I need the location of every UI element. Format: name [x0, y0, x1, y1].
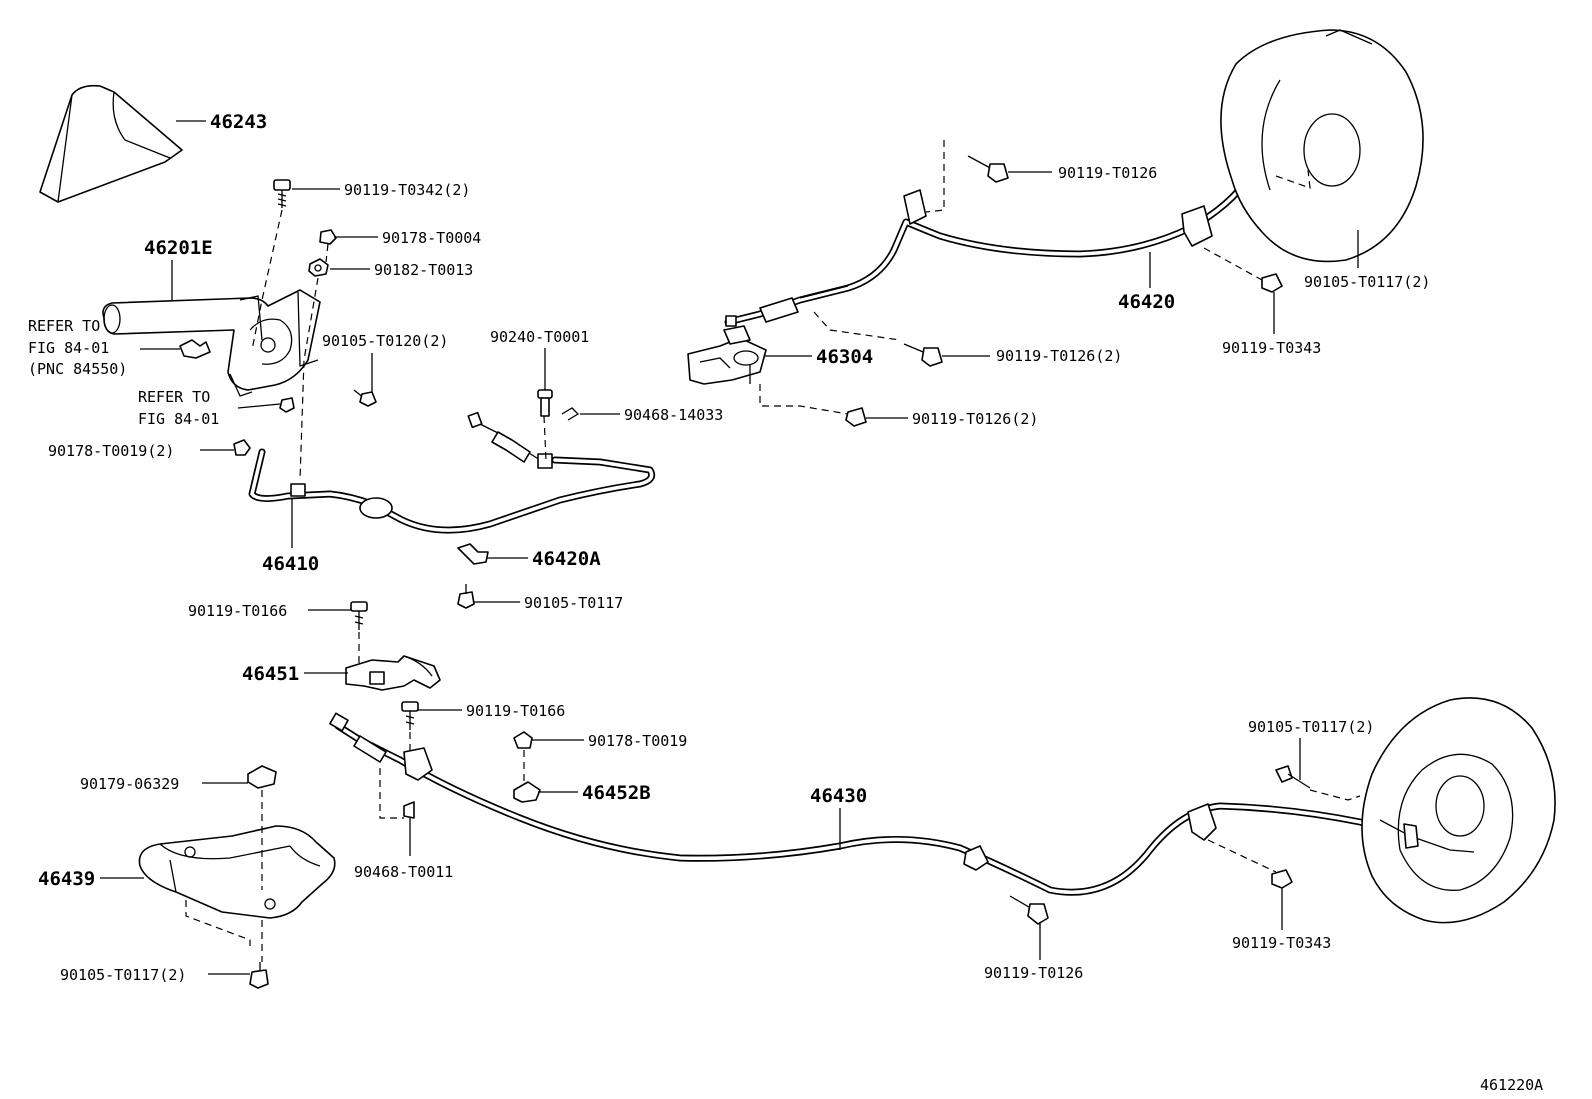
label-90105-T0117-2-tr: 90105-T0117(2) [1304, 273, 1430, 291]
label-46304: 46304 [816, 346, 873, 368]
label-90119-T0126-top: 90119-T0126 [1058, 164, 1157, 182]
label-90119-T0126-bot: 90119-T0126 [984, 964, 1083, 982]
part-labels: 46243 46201E 90119-T0342(2) 90178-T0004 … [28, 111, 1543, 1094]
part-90178-T0019-nut [233, 439, 251, 456]
label-90178-T0019-2: 90178-T0019(2) [48, 442, 174, 460]
part-90182-T0013-nut [308, 258, 329, 277]
part-90119-T0126-bolt-2a [903, 343, 943, 367]
part-90119-T0343-bolt-top [1261, 273, 1283, 293]
part-46430-rear-cable [329, 712, 1414, 896]
part-46420-rear-cable [724, 145, 1324, 326]
part-90105-T0117-bolt-br [1275, 765, 1311, 789]
part-90105-T0120-bolt [353, 389, 377, 407]
label-46452B: 46452B [582, 782, 651, 804]
part-90119-T0126-bolt-top [967, 155, 1009, 183]
label-46451: 46451 [242, 663, 299, 685]
rear-brake-backing-plate-bottom [1361, 697, 1556, 924]
part-90468-14033-clip [561, 407, 580, 421]
part-90119-T0343-bolt-bot [1271, 869, 1293, 889]
refer-note-1-line2: FIG 84-01 [28, 339, 109, 357]
refer-note-1-line1: REFER TO [28, 317, 100, 335]
part-90105-T0117-bolt [457, 584, 475, 609]
part-46439-insulator [138, 825, 336, 919]
part-90119-T0166-bolt-a [350, 601, 368, 630]
part-46243-boot [39, 84, 183, 203]
label-46201E: 46201E [144, 237, 213, 259]
part-90240-T0001-pin [537, 389, 553, 417]
leader-lines [100, 120, 1359, 975]
refer-bracket [179, 339, 211, 359]
part-90119-T0342-bolt [273, 179, 291, 208]
label-90105-T0117-2-br: 90105-T0117(2) [1248, 718, 1374, 736]
label-46420: 46420 [1118, 291, 1175, 313]
part-90179-06329-nut [247, 765, 277, 789]
part-90119-T0126-bolt-2b [845, 407, 867, 427]
part-90178-T0019-nut-b [513, 731, 533, 749]
label-46430: 46430 [810, 785, 867, 807]
part-90178-T0004-nut [319, 229, 337, 245]
refer-note-1-line3: (PNC 84550) [28, 360, 127, 378]
part-90119-T0166-bolt-b [401, 701, 419, 730]
label-46439: 46439 [38, 868, 95, 890]
label-90119-T0126-2-a: 90119-T0126(2) [996, 347, 1122, 365]
refer-note-2-line2: FIG 84-01 [138, 410, 219, 428]
part-90468-T0011-clip [403, 801, 415, 819]
label-46243: 46243 [210, 111, 267, 133]
label-90240-T0001: 90240-T0001 [490, 328, 589, 346]
part-46410-front-cable [248, 411, 656, 534]
part-46420A-clamp [457, 543, 489, 565]
label-90468-14033: 90468-14033 [624, 406, 723, 424]
label-90105-T0117-2-bl: 90105-T0117(2) [60, 966, 186, 984]
label-90119-T0166-b: 90119-T0166 [466, 702, 565, 720]
label-90178-T0004: 90178-T0004 [382, 229, 481, 247]
part-90105-T0117-bolt-bl [249, 962, 269, 989]
label-90119-T0166-a: 90119-T0166 [188, 602, 287, 620]
part-46201E-lever [102, 289, 321, 397]
rear-brake-backing-plate-top [1220, 29, 1424, 263]
refer-note-2-line1: REFER TO [138, 388, 210, 406]
label-90182-T0013: 90182-T0013 [374, 261, 473, 279]
label-90105-T0117-mid: 90105-T0117 [524, 594, 623, 612]
label-90468-T0011: 90468-T0011 [354, 863, 453, 881]
label-90179-06329: 90179-06329 [80, 775, 179, 793]
label-90119-T0343-top: 90119-T0343 [1222, 339, 1321, 357]
figure-code: 461220A [1480, 1076, 1543, 1094]
part-90119-T0126-bolt-bot [1009, 895, 1049, 925]
label-90105-T0120: 90105-T0120(2) [322, 332, 448, 350]
label-46410: 46410 [262, 553, 319, 575]
label-90178-T0019: 90178-T0019 [588, 732, 687, 750]
part-lever-bolt [279, 397, 295, 413]
label-90119-T0342: 90119-T0342(2) [344, 181, 470, 199]
label-90119-T0126-2-b: 90119-T0126(2) [912, 410, 1038, 428]
label-46420A: 46420A [532, 548, 601, 570]
part-46452B-clamp [513, 781, 541, 803]
part-46304-bell-crank [687, 315, 767, 385]
part-46451-equalizer [345, 655, 441, 691]
label-90119-T0343-bot: 90119-T0343 [1232, 934, 1331, 952]
phantom-lines [185, 140, 1361, 962]
